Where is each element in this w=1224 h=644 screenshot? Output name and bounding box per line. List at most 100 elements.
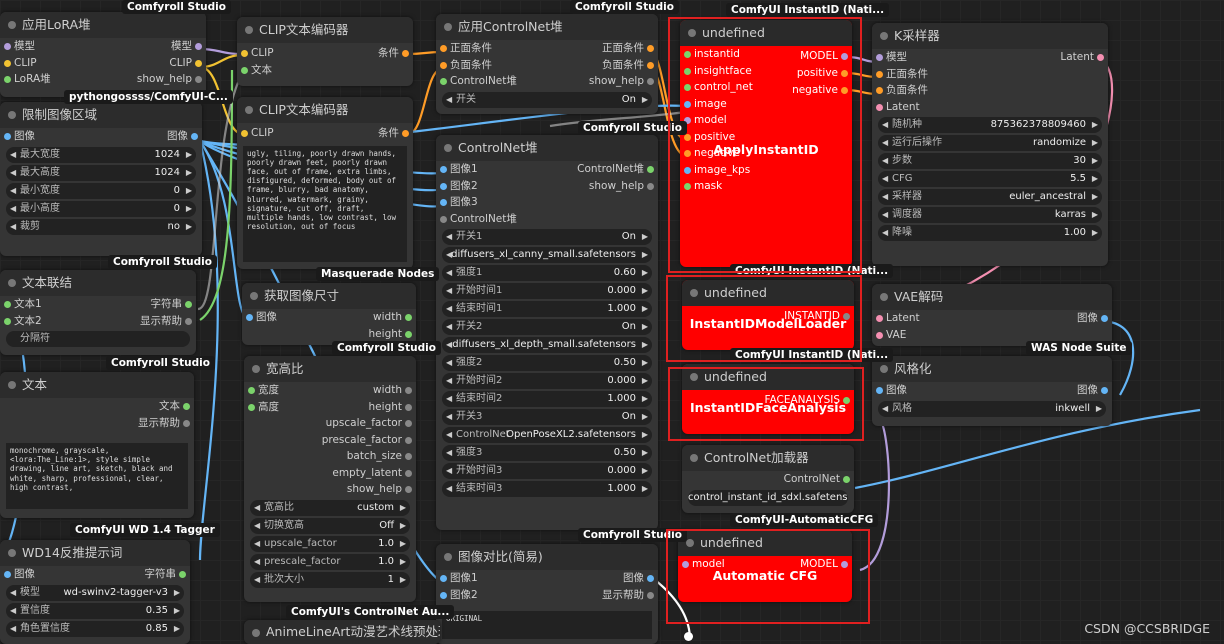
output-socket[interactable] <box>843 476 850 483</box>
increment-arrow-icon[interactable]: ▶ <box>641 448 648 457</box>
decrement-arrow-icon[interactable]: ◀ <box>10 203 17 213</box>
input-socket[interactable] <box>876 103 883 111</box>
decrement-arrow-icon[interactable]: ◀ <box>446 322 453 331</box>
input-socket[interactable] <box>241 50 248 57</box>
decrement-arrow-icon[interactable]: ◀ <box>882 156 889 165</box>
input-socket[interactable] <box>248 403 255 411</box>
input-socket[interactable] <box>4 571 11 578</box>
controlnet-loader-node[interactable]: ControlNet加载器 ControlNet control_instant… <box>682 445 854 513</box>
increment-arrow-icon[interactable]: ▶ <box>641 466 648 475</box>
decrement-arrow-icon[interactable]: ◀ <box>446 340 453 349</box>
input-socket[interactable] <box>684 166 691 174</box>
positive-prompt-textarea[interactable]: monochrome, grayscale, <lora:The_Line:1>… <box>6 443 188 509</box>
input-socket[interactable] <box>876 331 883 339</box>
output-socket[interactable] <box>405 330 412 338</box>
input-socket[interactable] <box>4 133 11 140</box>
input-socket[interactable] <box>876 387 883 394</box>
controlnet-model-widget[interactable]: control_instant_id_sdxl.safetensors <box>688 489 848 506</box>
decrement-arrow-icon[interactable]: ◀ <box>446 376 453 385</box>
increment-arrow-icon[interactable]: ▶ <box>641 250 648 259</box>
decrement-arrow-icon[interactable]: ◀ <box>446 250 453 259</box>
input-socket[interactable] <box>248 387 255 394</box>
output-socket[interactable] <box>405 469 412 477</box>
increment-arrow-icon[interactable]: ▶ <box>173 605 180 615</box>
increment-arrow-icon[interactable]: ▶ <box>173 623 180 633</box>
input-socket[interactable] <box>4 317 11 325</box>
negative-prompt-textarea[interactable]: ugly, tiling, poorly drawn hands, poorly… <box>243 145 407 262</box>
output-socket[interactable] <box>191 133 198 140</box>
output-socket[interactable] <box>405 314 412 321</box>
input-socket[interactable] <box>440 61 447 69</box>
decrement-arrow-icon[interactable]: ◀ <box>882 192 889 201</box>
input-socket[interactable] <box>876 70 883 78</box>
increment-arrow-icon[interactable]: ▶ <box>173 587 180 597</box>
decrement-arrow-icon[interactable]: ◀ <box>446 430 453 439</box>
increment-arrow-icon[interactable]: ▶ <box>641 340 648 349</box>
input-socket[interactable] <box>684 100 691 108</box>
input-socket[interactable] <box>682 561 689 568</box>
output-socket[interactable] <box>402 130 409 137</box>
input-socket[interactable] <box>684 51 691 58</box>
input-socket[interactable] <box>440 199 447 206</box>
decrement-arrow-icon[interactable]: ◀ <box>446 484 453 493</box>
increment-arrow-icon[interactable]: ▶ <box>1091 210 1098 219</box>
increment-arrow-icon[interactable]: ▶ <box>641 304 648 313</box>
output-socket[interactable] <box>195 43 202 50</box>
input-socket[interactable] <box>4 301 11 308</box>
input-socket[interactable] <box>4 43 11 50</box>
increment-arrow-icon[interactable]: ▶ <box>1091 120 1098 129</box>
output-socket[interactable] <box>405 387 412 394</box>
anime-lineart-preprocessor-node[interactable]: AnimeLineArt动漫艺术线预处理器 <box>244 620 440 644</box>
input-socket[interactable] <box>440 78 447 85</box>
decrement-arrow-icon[interactable]: ◀ <box>10 221 17 231</box>
increment-arrow-icon[interactable]: ▶ <box>641 376 648 385</box>
increment-arrow-icon[interactable]: ▶ <box>1091 228 1098 237</box>
increment-arrow-icon[interactable]: ▶ <box>185 203 192 213</box>
increment-arrow-icon[interactable]: ▶ <box>185 149 192 159</box>
input-socket[interactable] <box>440 591 447 599</box>
decrement-arrow-icon[interactable]: ◀ <box>10 587 17 597</box>
output-socket[interactable] <box>185 317 192 325</box>
output-socket[interactable] <box>1101 387 1108 394</box>
output-socket[interactable] <box>1097 54 1104 61</box>
output-socket[interactable] <box>405 453 412 460</box>
input-socket[interactable] <box>4 59 11 67</box>
value-widget[interactable]: ◀diffusers_xl_depth_small.safetensors▶ <box>442 337 652 353</box>
decrement-arrow-icon[interactable]: ◀ <box>254 538 261 548</box>
output-socket[interactable] <box>1101 315 1108 322</box>
output-socket[interactable] <box>405 420 412 427</box>
input-socket[interactable] <box>684 67 691 75</box>
increment-arrow-icon[interactable]: ▶ <box>399 574 406 584</box>
increment-arrow-icon[interactable]: ▶ <box>641 394 648 403</box>
decrement-arrow-icon[interactable]: ◀ <box>446 358 453 367</box>
increment-arrow-icon[interactable]: ▶ <box>185 185 192 195</box>
output-socket[interactable] <box>195 76 202 83</box>
output-socket[interactable] <box>195 59 202 67</box>
